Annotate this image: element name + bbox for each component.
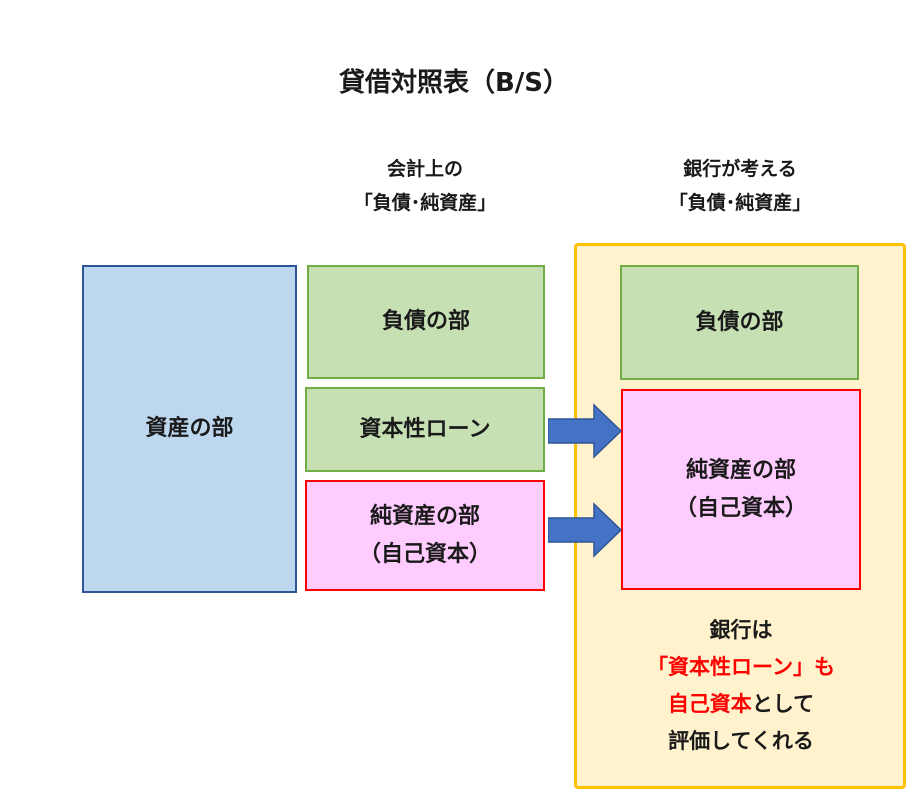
accounting-net-assets-line1: 純資産の部 xyxy=(369,503,480,529)
bank-note-line3-rest: として xyxy=(751,692,815,716)
bank-header-line2: 「負債･純資産」 xyxy=(668,192,812,214)
bank-note-line3-highlight: 自己資本 xyxy=(667,692,752,716)
bank-note-line1: 銀行は xyxy=(709,618,773,642)
bank-liabilities-box: 負債の部 xyxy=(620,265,859,380)
assets-box: 資産の部 xyxy=(82,265,297,593)
arrow-capital-loan-icon xyxy=(548,403,622,459)
accounting-header-line1: 会計上の xyxy=(386,158,463,180)
bank-net-assets-line1: 純資産の部 xyxy=(685,457,796,483)
bank-note-line2: 「資本性ローン」も xyxy=(647,655,835,679)
bank-note-line3: 自己資本として xyxy=(668,686,814,723)
diagram-title: 貸借対照表（B/S） xyxy=(338,67,570,98)
accounting-net-assets-box: 純資産の部 （自己資本） xyxy=(305,480,545,591)
bank-note-line4: 評価してくれる xyxy=(668,729,814,753)
assets-label: 資産の部 xyxy=(145,416,234,441)
bank-note: 銀行は 「資本性ローン」も 自己資本として 評価してくれる xyxy=(578,612,904,760)
accounting-header: 会計上の 「負債･純資産」 xyxy=(305,152,545,220)
arrow-net-assets-icon xyxy=(548,502,622,558)
accounting-liabilities-box: 負債の部 xyxy=(307,265,545,379)
bank-liabilities-label: 負債の部 xyxy=(695,309,784,335)
bank-header-line1: 銀行が考える xyxy=(683,158,797,180)
accounting-liabilities-label: 負債の部 xyxy=(381,309,470,334)
bank-net-assets-line2: （自己資本） xyxy=(674,495,807,521)
accounting-header-line2: 「負債･純資産」 xyxy=(353,192,497,214)
bank-header: 銀行が考える 「負債･純資産」 xyxy=(620,152,860,220)
accounting-net-assets-line2: （自己資本） xyxy=(358,541,491,567)
bank-net-assets-box: 純資産の部 （自己資本） xyxy=(621,389,861,590)
capital-loan-label: 資本性ローン xyxy=(359,416,491,442)
capital-loan-box: 資本性ローン xyxy=(305,387,545,472)
